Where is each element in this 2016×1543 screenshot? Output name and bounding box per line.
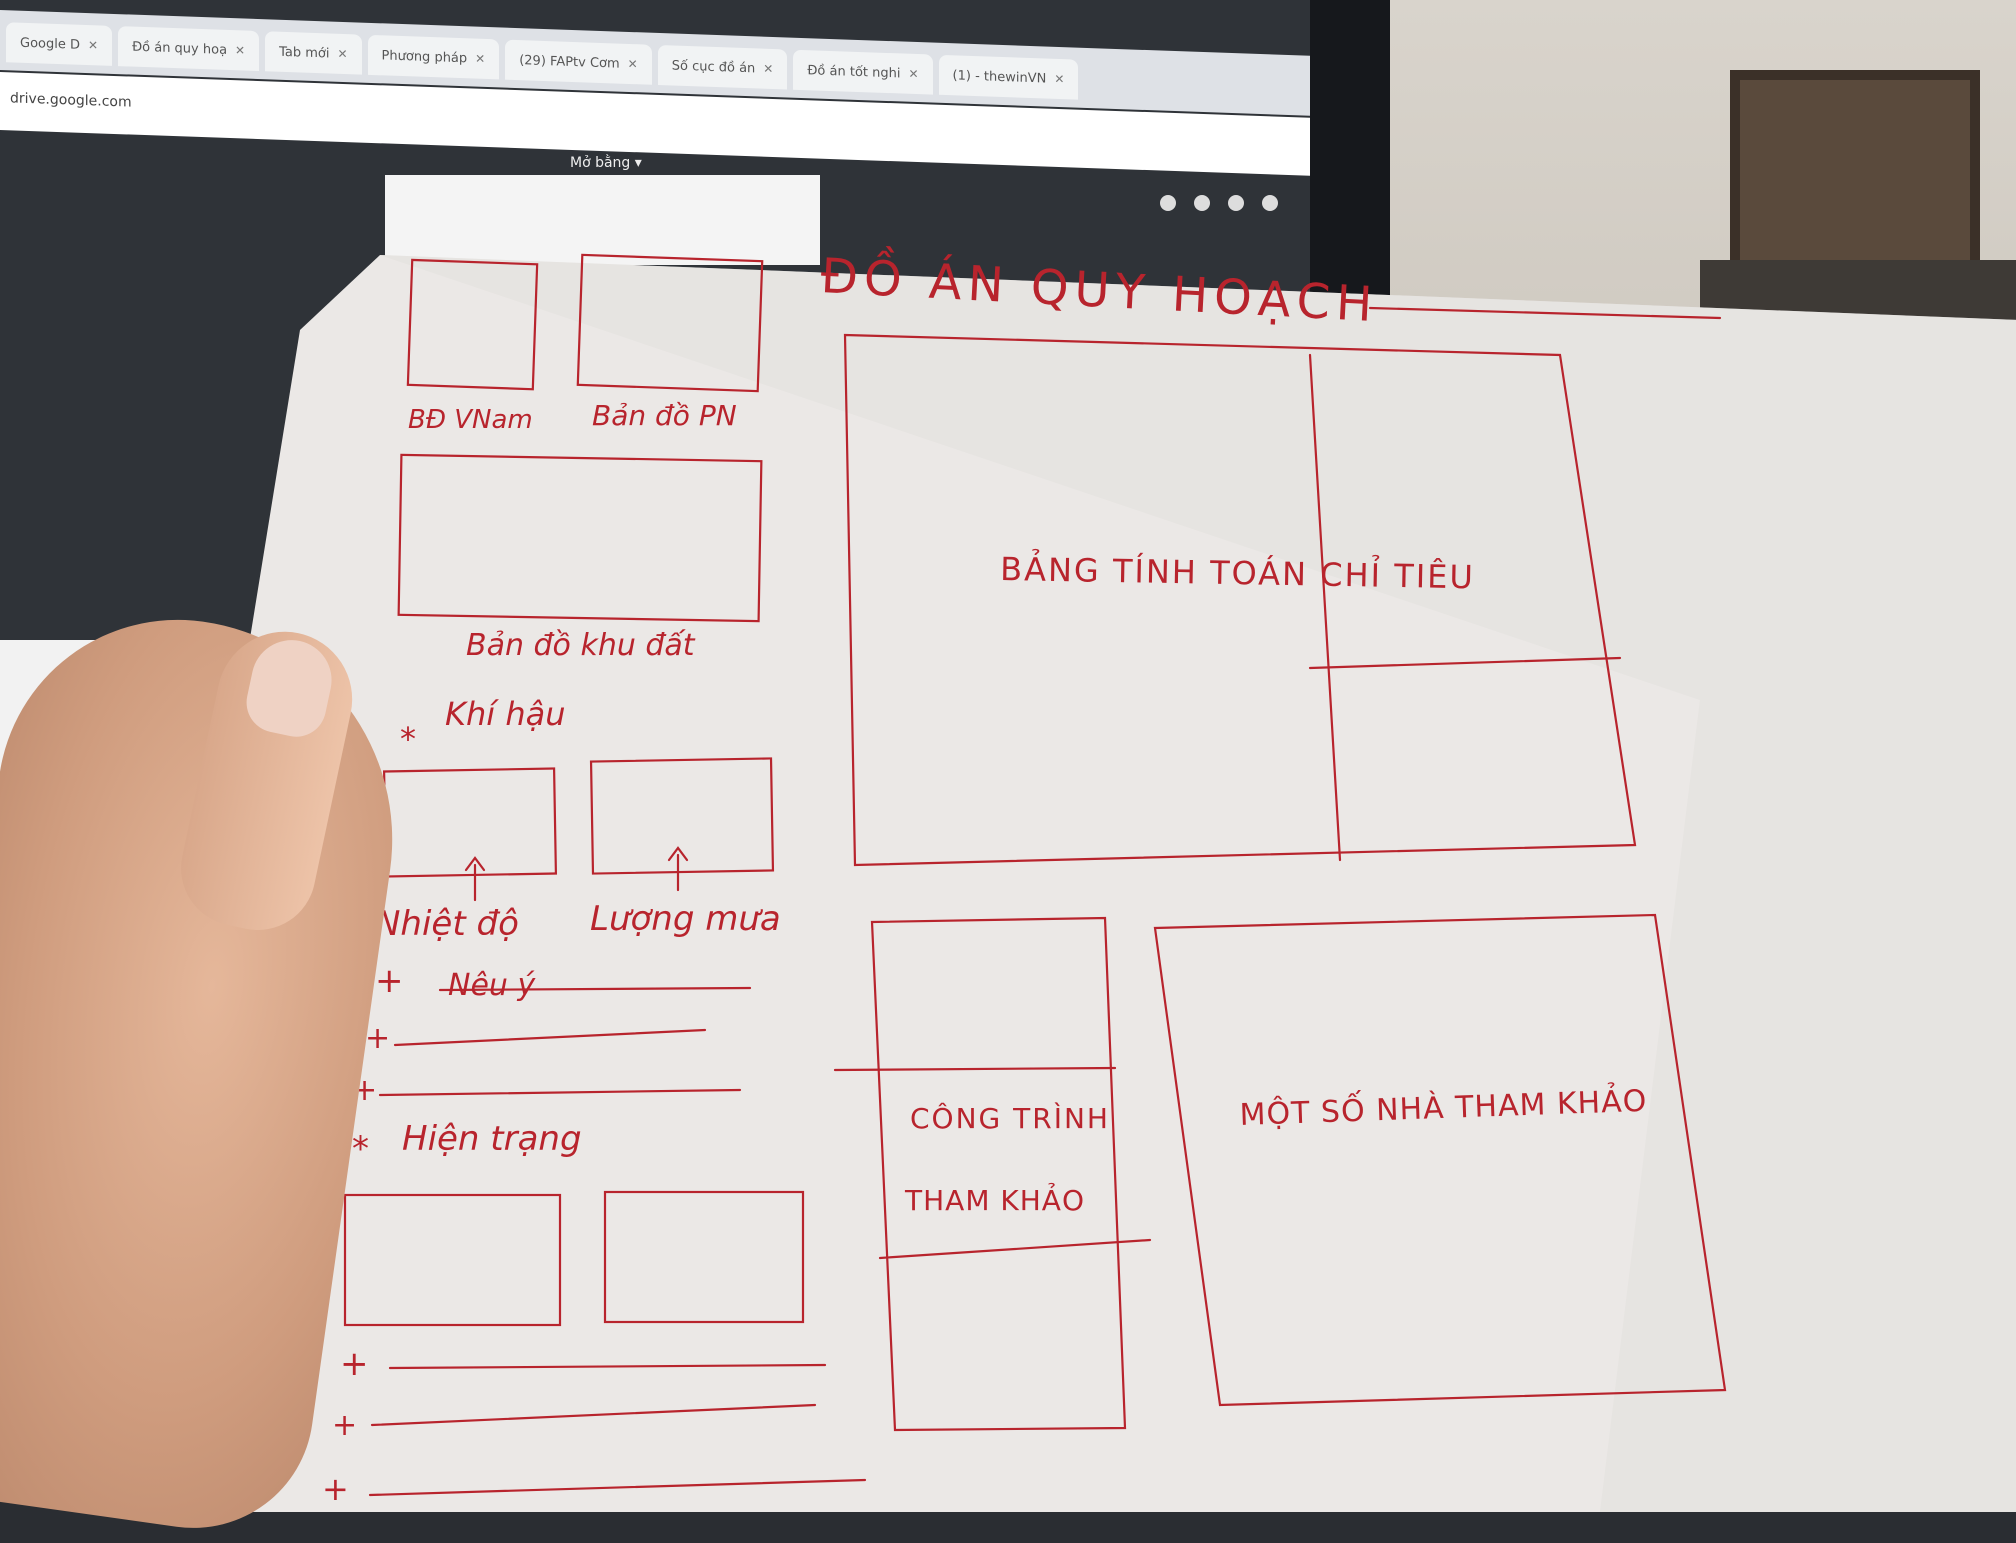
current-status-box-left — [343, 1193, 562, 1327]
bullet-plus: + — [332, 1408, 357, 1443]
label-neu-y: Nêu ý — [448, 968, 536, 1003]
open-with-button[interactable]: Mở bằng ▾ — [570, 155, 642, 171]
download-icon[interactable] — [1228, 195, 1244, 211]
bullet-plus: + — [365, 1021, 390, 1056]
document-preview[interactable] — [385, 175, 820, 265]
rainfall-chart-box — [589, 757, 775, 875]
bullet-star: * — [400, 720, 416, 758]
bullet-star: * — [352, 1129, 369, 1169]
label-ban-do-khu-dat: Bản đồ khu đất — [466, 628, 696, 663]
reference-houses-box — [1153, 913, 1727, 1407]
pn-map-box — [576, 253, 764, 393]
label-hien-trang: Hiện trạng — [402, 1119, 582, 1159]
site-map-box — [397, 453, 763, 623]
label-ban-do-pn: Bản đồ PN — [592, 399, 737, 432]
wall-picture-frame — [1730, 70, 1980, 280]
label-nhiet-do: Nhiệt độ — [375, 904, 519, 944]
label-cong-trinh-1: CÔNG TRÌNH — [910, 1101, 1110, 1135]
reference-works-box — [870, 916, 1127, 1432]
more-icon[interactable] — [1262, 195, 1278, 211]
label-cong-trinh-2: THAM KHẢO — [904, 1182, 1085, 1217]
open-with-label: Mở bằng — [570, 155, 631, 171]
bullet-plus: + — [375, 961, 404, 1001]
calculation-table-box — [843, 333, 1637, 867]
paper-sheet: ĐỒ ÁN QUY HOẠCH BĐ VNam Bản đồ PN Bản đồ… — [200, 242, 2016, 1512]
label-khi-hau: Khí hậu — [445, 695, 566, 733]
toolbar-icons — [1160, 195, 1278, 211]
label-luong-mua: Lượng mưa — [590, 899, 781, 939]
bullet-plus: + — [340, 1344, 369, 1384]
vietnam-map-box — [406, 258, 539, 391]
current-status-box-right — [603, 1190, 805, 1324]
print-icon[interactable] — [1194, 195, 1210, 211]
sketch-svg: ĐỒ ÁN QUY HOẠCH BĐ VNam Bản đồ PN Bản đồ… — [200, 242, 2016, 1512]
label-bd-vnam: BĐ VNam — [408, 405, 533, 435]
add-to-drive-icon[interactable] — [1160, 195, 1176, 211]
bullet-plus: + — [322, 1470, 349, 1508]
